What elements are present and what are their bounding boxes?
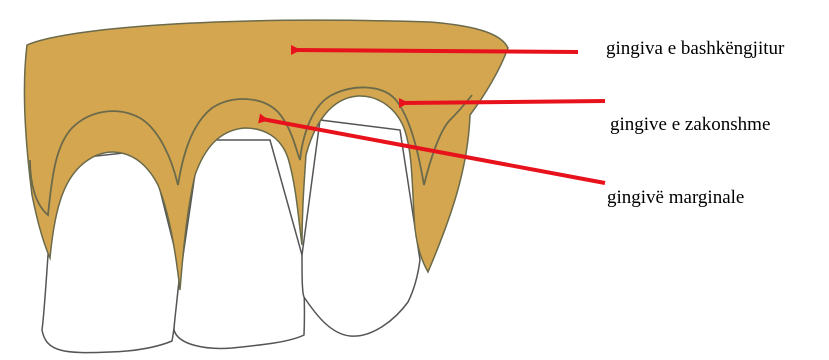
arrow-attached bbox=[294, 50, 578, 52]
label-attached-gingiva: gingiva e bashkëngjitur bbox=[606, 39, 784, 58]
tooth-right bbox=[302, 120, 420, 336]
label-free-gingiva: gingive e zakonshme bbox=[610, 115, 770, 134]
label-marginal-gingiva: gingivë marginale bbox=[607, 188, 744, 207]
arrow-free bbox=[402, 101, 605, 103]
